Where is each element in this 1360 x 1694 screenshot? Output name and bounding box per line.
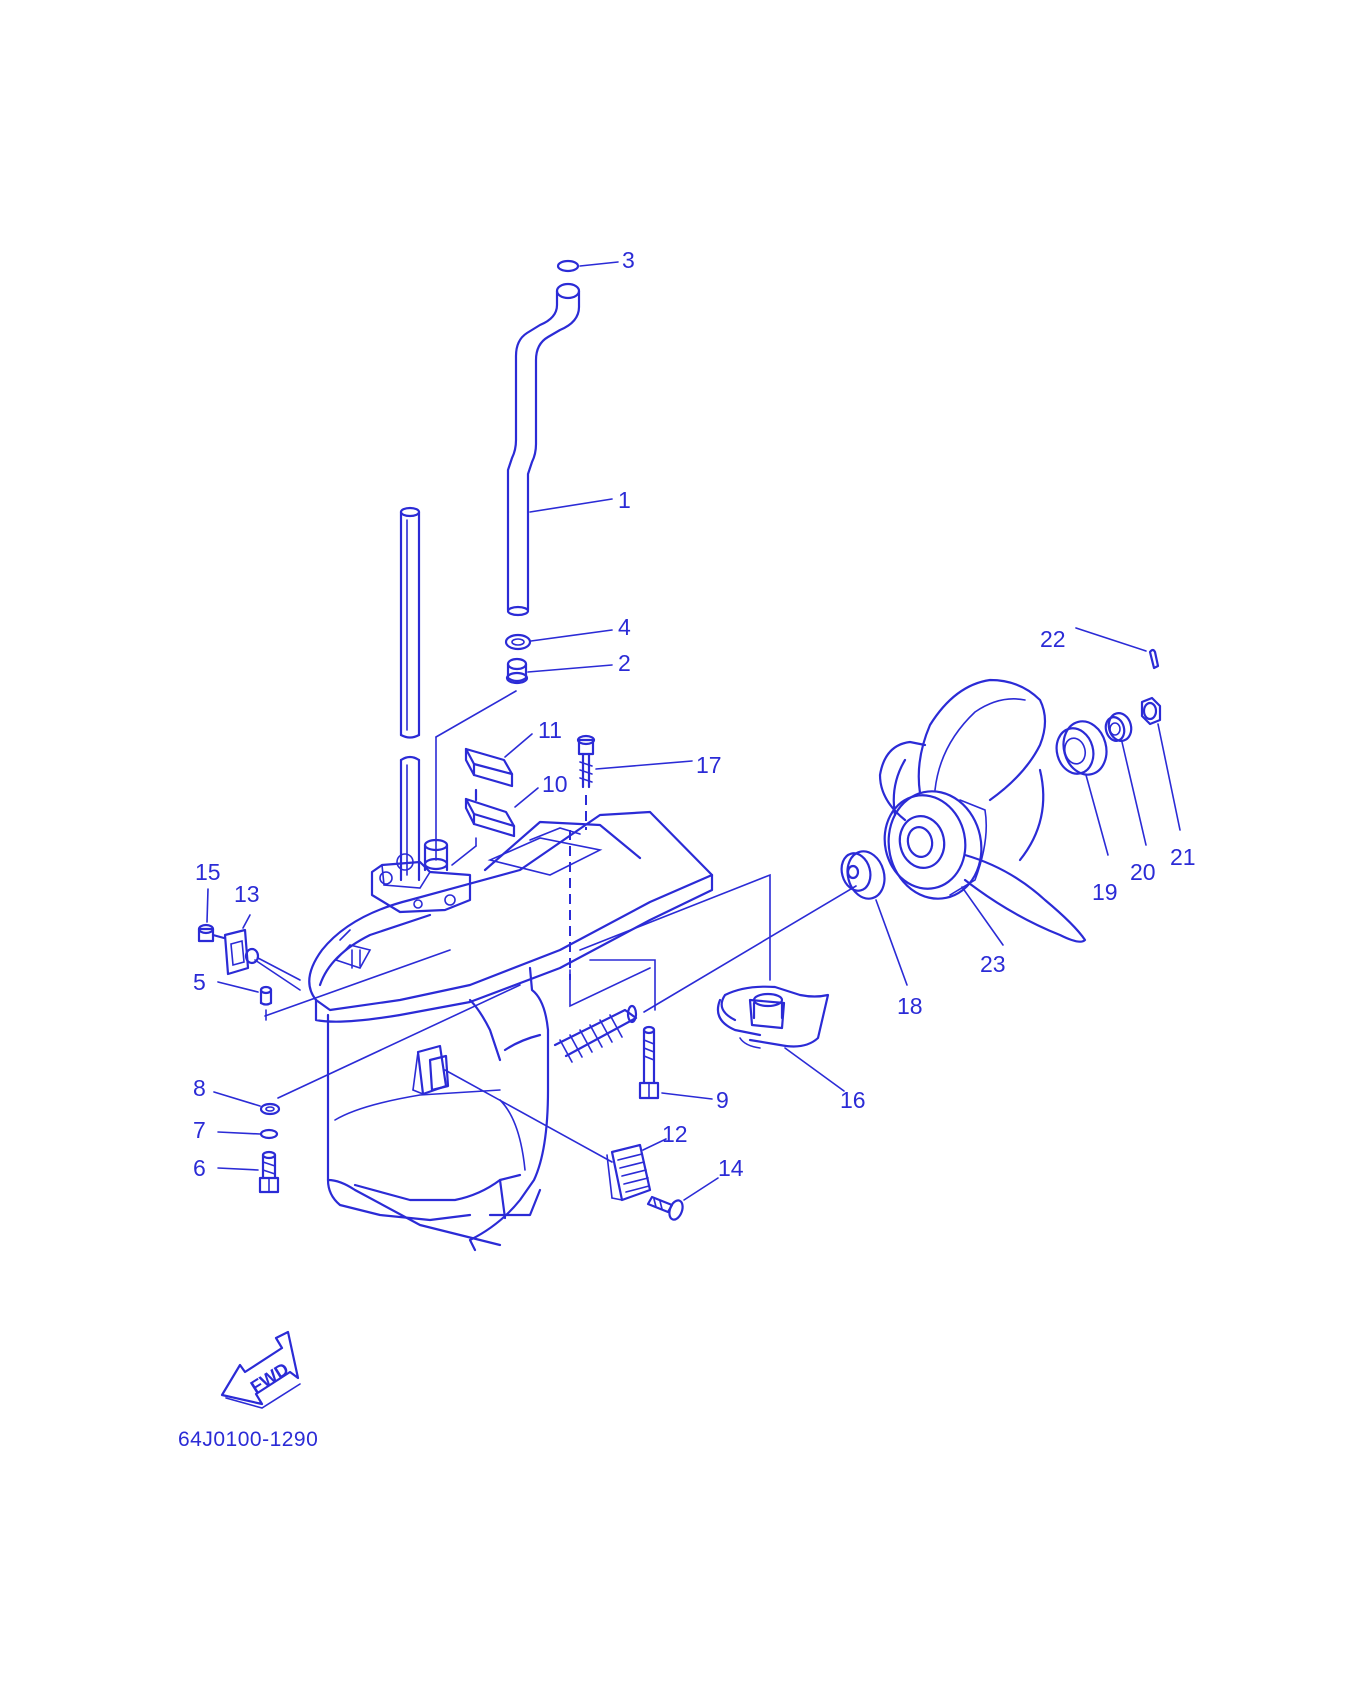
callout-16: 16	[840, 1087, 866, 1113]
callout-2: 2	[618, 650, 631, 676]
part-14-screw	[646, 1177, 719, 1221]
part-6-bolt	[217, 1150, 280, 1194]
part-7-washer	[217, 1128, 279, 1140]
callout-7: 7	[193, 1117, 206, 1143]
callout-9: 9	[716, 1087, 729, 1113]
part-23-propeller	[878, 678, 1087, 946]
callout-6: 6	[193, 1155, 206, 1181]
callout-20: 20	[1130, 859, 1156, 885]
callout-8: 8	[193, 1075, 206, 1101]
fwd-direction-arrow	[220, 1330, 301, 1409]
leader-lines	[254, 873, 857, 1099]
callout-11: 11	[538, 717, 562, 743]
part-17-bolt	[576, 734, 693, 830]
callout-1: 1	[618, 487, 631, 513]
part-12-plate	[444, 1069, 667, 1202]
part-21-nut	[1140, 696, 1181, 831]
part-15-bolt	[197, 888, 226, 943]
part-18-thrust-washer	[840, 850, 908, 986]
part-16-trim-tab	[716, 985, 845, 1092]
lower-unit-housing	[308, 810, 714, 1252]
drawing-code: 64J0100-1290	[178, 1428, 318, 1451]
callout-14: 14	[718, 1155, 744, 1181]
part-13-bracket	[223, 914, 301, 981]
callout-3: 3	[622, 247, 635, 273]
part-20-washer	[1104, 712, 1147, 846]
callout-5: 5	[193, 969, 206, 995]
drive-shaft	[399, 506, 421, 882]
part-3-washer	[556, 259, 619, 273]
part-4-seal	[504, 629, 613, 651]
callout-10: 10	[542, 771, 568, 797]
callout-23: 23	[980, 951, 1006, 977]
callout-19: 19	[1092, 879, 1118, 905]
part-8-washer	[213, 1091, 281, 1116]
callout-22: 22	[1040, 626, 1066, 652]
part-10-plate	[451, 787, 539, 866]
callout-18: 18	[897, 993, 923, 1019]
callout-13: 13	[234, 881, 260, 907]
callout-21: 21	[1170, 844, 1196, 870]
part-19-spacer	[1055, 720, 1109, 856]
part-22-cotter-pin	[1075, 627, 1160, 670]
callout-17: 17	[696, 752, 722, 778]
callout-12: 12	[662, 1121, 688, 1147]
fwd-label: FWD	[247, 1359, 292, 1398]
part-9-bolt	[638, 1025, 713, 1100]
callout-4: 4	[618, 614, 631, 640]
part-11-plate	[464, 733, 533, 788]
part-1-water-tube	[506, 282, 613, 617]
callout-15: 15	[195, 859, 221, 885]
part-5-dowel	[217, 981, 273, 1021]
